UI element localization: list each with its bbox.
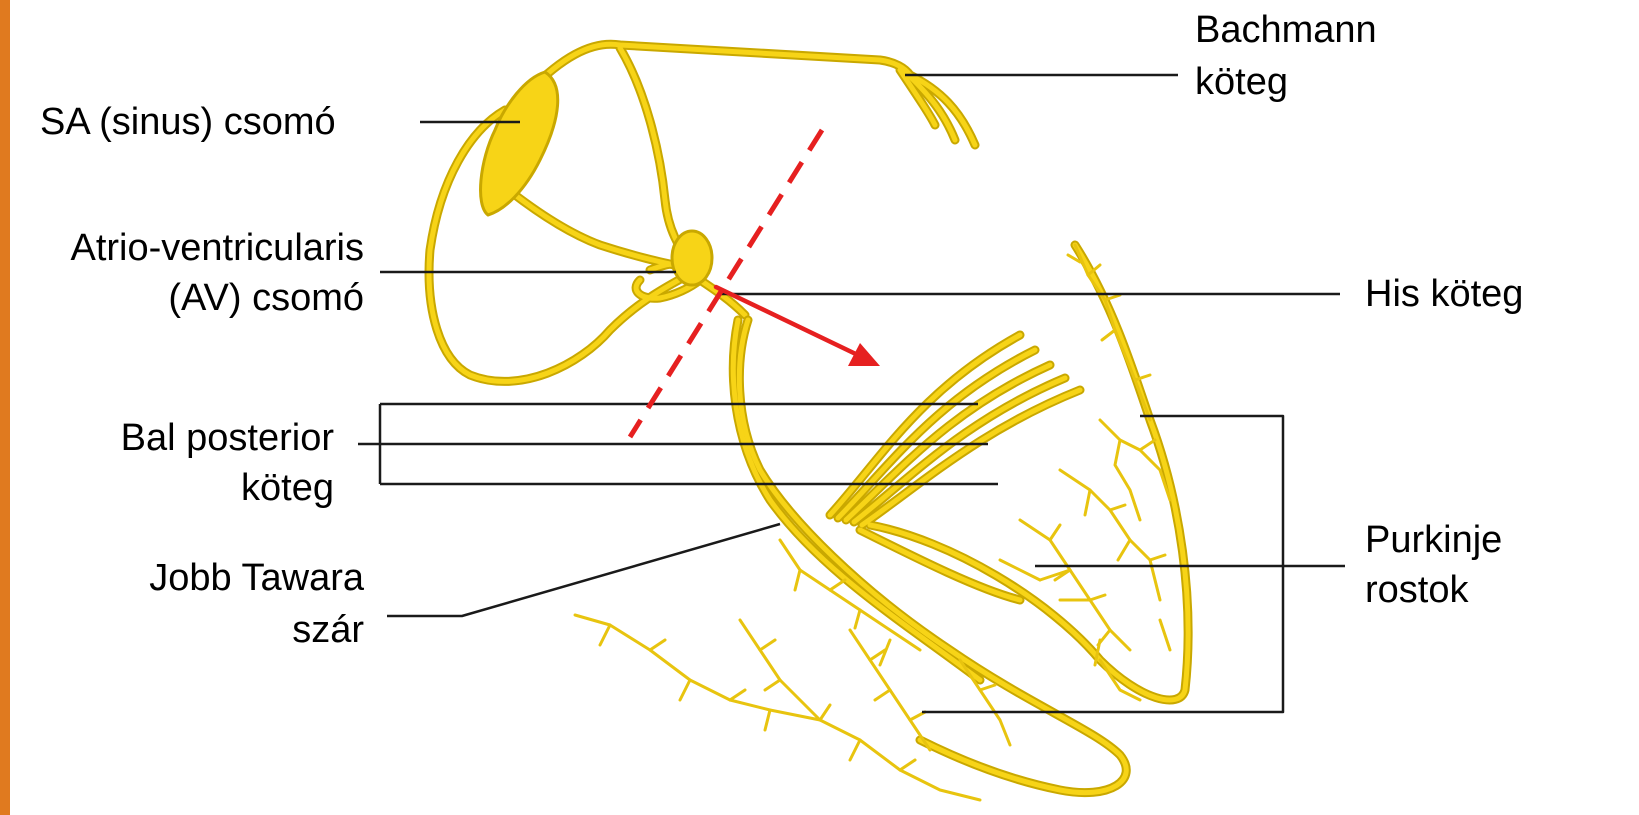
label-purkinje-line1: Purkinje xyxy=(1365,518,1502,563)
label-sa-node: SA (sinus) csomó xyxy=(40,100,336,145)
leader-jobb-tawara xyxy=(387,524,780,616)
label-purkinje-line2: rostok xyxy=(1365,568,1468,613)
label-av-node-line1: Atrio-ventricularis xyxy=(70,226,364,271)
label-av-node-line2: (AV) csomó xyxy=(168,276,364,321)
label-bal-posterior-line1: Bal posterior xyxy=(121,416,334,461)
label-his: His köteg xyxy=(1365,272,1523,317)
atrial-pathways xyxy=(429,44,975,381)
label-bachmann-line1: Bachmann xyxy=(1195,8,1377,53)
sa-node xyxy=(481,72,558,215)
label-bal-posterior-line2: köteg xyxy=(241,466,334,511)
label-jobb-tawara-line2: szár xyxy=(292,608,364,653)
av-node xyxy=(672,231,712,285)
label-jobb-tawara-line1: Jobb Tawara xyxy=(149,556,364,601)
label-bachmann-line2: köteg xyxy=(1195,60,1288,105)
